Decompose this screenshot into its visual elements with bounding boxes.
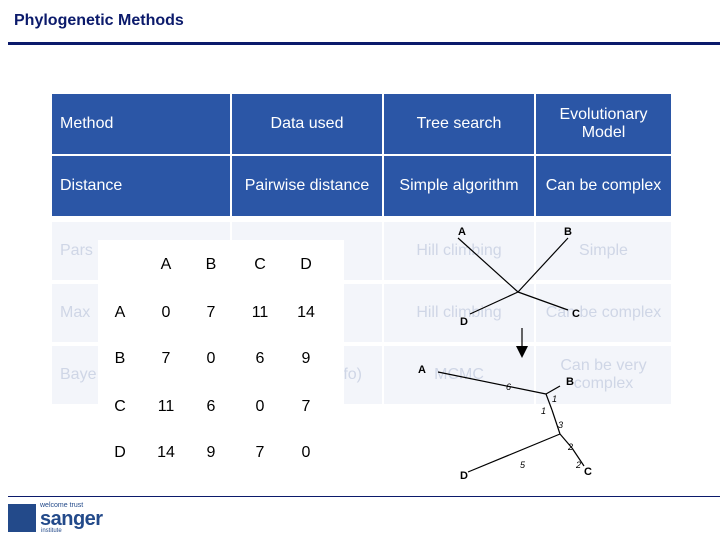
matrix-cell: 11 [157,398,175,415]
tree-top-label-d: D [460,316,468,328]
branch-length: 1 [552,394,558,404]
matrix-col-a: A [160,256,172,273]
matrix-cell: 9 [206,444,216,461]
row-pars-search: Hill climbing [384,222,534,280]
slide-title: Phylogenetic Methods [14,12,184,29]
matrix-cell: 0 [301,444,311,461]
tree-bottom-label-d: D [460,470,468,482]
row-distance-model: Can be complex [536,156,671,216]
row-distance-method: Distance [52,156,230,216]
tree-bottom-label-a: A [418,364,426,376]
row-distance-search: Simple algorithm [384,156,534,216]
matrix-cell: 0 [255,398,265,415]
matrix-cell: 7 [301,398,311,415]
row-max-model: Can be complex [536,284,671,342]
header-evolutionary-model: Evolutionary Model [536,94,671,154]
logo-small-text: welcome trust [40,502,84,509]
matrix-cell: 7 [161,350,171,367]
row-baye-model: Can be very complex [536,346,671,404]
branch-length: 6 [506,382,512,392]
matrix-row-b-label: B [114,350,126,367]
logo-mark-icon [8,504,36,532]
tree-bottom-label-c: C [584,466,592,478]
row-baye-search: MCMC [384,346,534,404]
footer-rule [8,496,720,497]
matrix-cell: 6 [255,350,265,367]
matrix-row-a-label: A [114,304,126,321]
matrix-cell: 14 [157,444,175,461]
matrix-row-c-label: C [114,398,126,415]
distance-matrix: A B C D A 0 7 11 14 B 7 0 6 9 C 11 6 0 7… [98,240,344,490]
matrix-cell: 0 [206,350,216,367]
tree-lines [437,237,585,473]
branch-length: 3 [558,420,564,430]
tree-diagram: A B C D A B C D 6 1 1 3 2 5 2 [400,222,630,492]
matrix-cell: 14 [297,304,315,321]
matrix-col-b: B [205,256,217,273]
logo-institute-text: institute [41,528,62,534]
branch-length: 1 [541,406,547,416]
header-tree-search: Tree search [384,94,534,154]
tree-top-label-c: C [572,308,580,320]
row-distance-data: Pairwise distance [232,156,382,216]
sanger-logo: welcome trust sanger institute [8,502,106,534]
row-max-search: Hill climbing [384,284,534,342]
header-data-used: Data used [232,94,382,154]
tree-bottom-label-b: B [566,376,574,388]
matrix-cell: 0 [161,304,171,321]
matrix-cell: 7 [255,444,265,461]
branch-length: 5 [520,460,526,470]
logo-wordmark: sanger [40,508,103,530]
tree-top-label-a: A [458,226,466,238]
title-rule [8,42,720,45]
matrix-row-d-label: D [114,444,126,461]
row-pars-model: Simple [536,222,671,280]
header-method: Method [52,94,230,154]
matrix-cell: 9 [301,350,311,367]
matrix-col-c: C [254,256,266,273]
matrix-cell: 7 [206,304,216,321]
branch-length: 2 [568,442,574,452]
tree-top-label-b: B [564,226,572,238]
matrix-col-d: D [300,256,312,273]
branch-length: 2 [576,460,582,470]
matrix-cell: 11 [251,304,269,321]
matrix-cell: 6 [206,398,216,415]
